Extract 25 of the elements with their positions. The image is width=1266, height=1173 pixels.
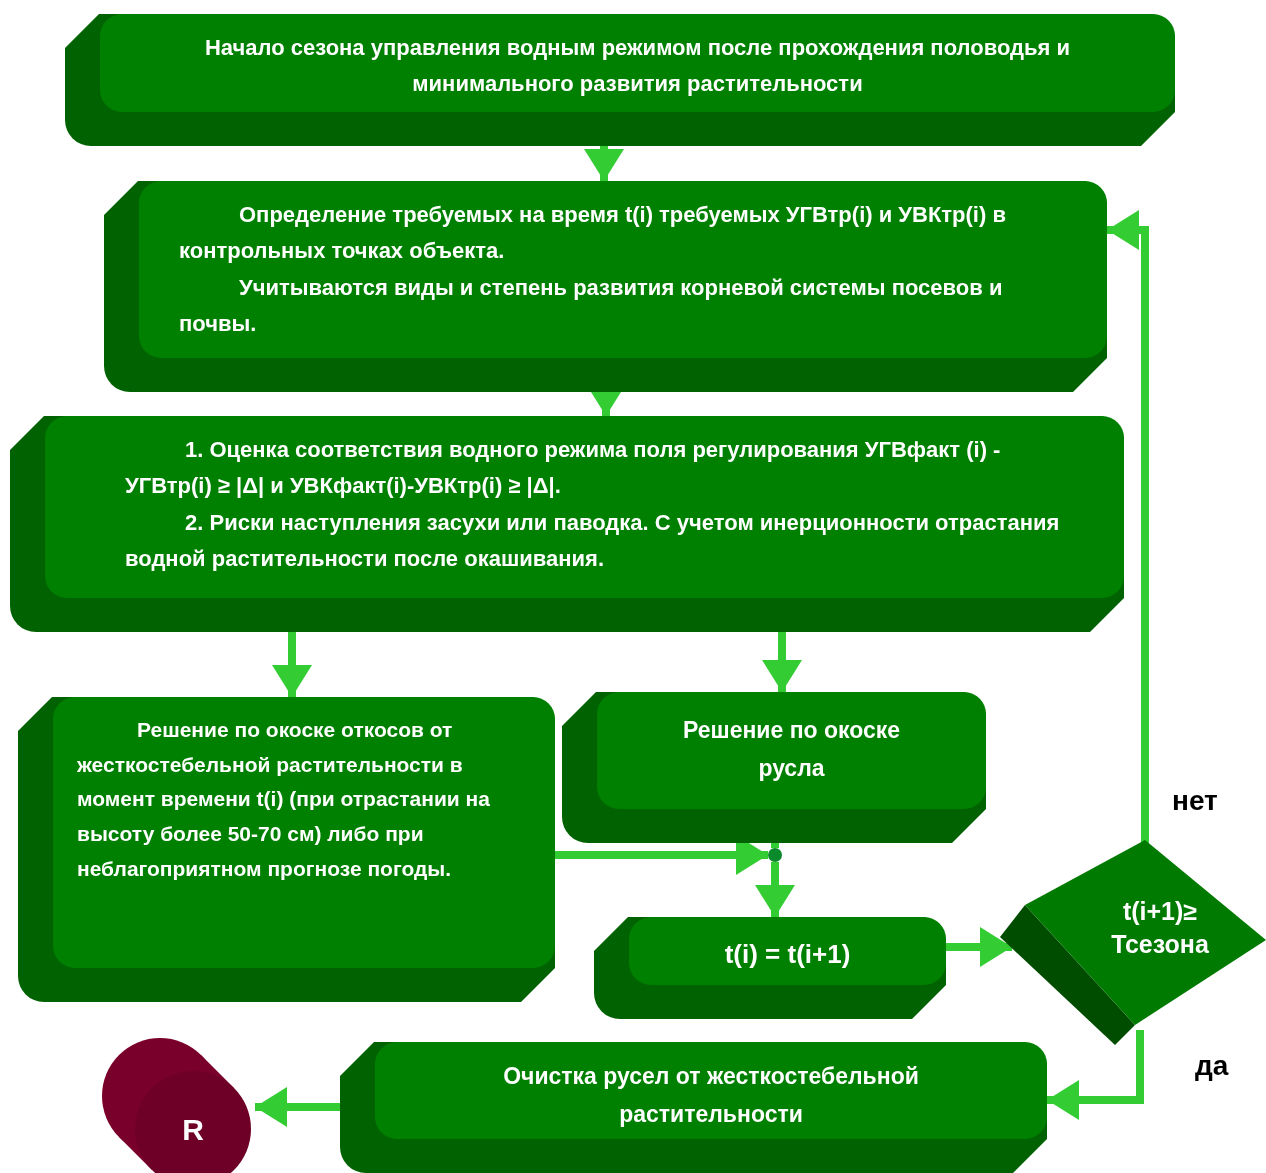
process-box <box>340 1042 1047 1173</box>
arrow <box>755 862 795 917</box>
box-text: t(i) = t(i+1) <box>723 938 852 971</box>
box-text: Решение по окоске откосов от жесткостебельной растительности в момент времени t(i) (при отрастании на высоту более 50-70 см) либо при неблагоприятном прогнозе погоды. <box>77 717 491 882</box>
process-box <box>10 416 1124 632</box>
box-text: 1. Оценка соответствия водного режима поля регулирования УГВфакт (i) - УГВтр(i) ≥ |Δ| и УВКфакт(i)-УВКтр(i) ≥ |Δ|. <box>125 436 1002 501</box>
process-box <box>562 692 986 843</box>
terminal-label: R <box>182 1111 204 1148</box>
decision-diamond <box>1000 840 1266 1045</box>
process-box <box>65 14 1175 146</box>
box-text: Очистка русел от жесткостебельной растительности <box>502 1062 920 1129</box>
arrow <box>1107 210 1149 845</box>
arrow <box>584 146 624 181</box>
box-text: Определение требуемых на время t(i) требуемых УГВтр(i) и УВКтр(i) в контрольных точках объекта. <box>179 201 1007 266</box>
process-box <box>104 181 1107 392</box>
box-text: Решение по окоске русла <box>681 716 902 783</box>
box-text: Начало сезона управления водным режимом после прохождения половодья и минимального развития растительности <box>203 34 1072 99</box>
box-text: Учитываются виды и степень развития корневой системы посевов и почвы. <box>179 273 1004 338</box>
arrow <box>762 632 802 692</box>
process-box <box>18 697 555 1002</box>
arrow <box>272 632 312 697</box>
arrow <box>946 927 1012 967</box>
box-text: 2. Риски наступления засухи или паводка. С учетом инерционности отрастания водной растительности после окашивания. <box>125 508 1061 573</box>
decision-text: t(i+1)≥ Тсезона <box>1110 896 1210 960</box>
process-box <box>594 917 946 1019</box>
